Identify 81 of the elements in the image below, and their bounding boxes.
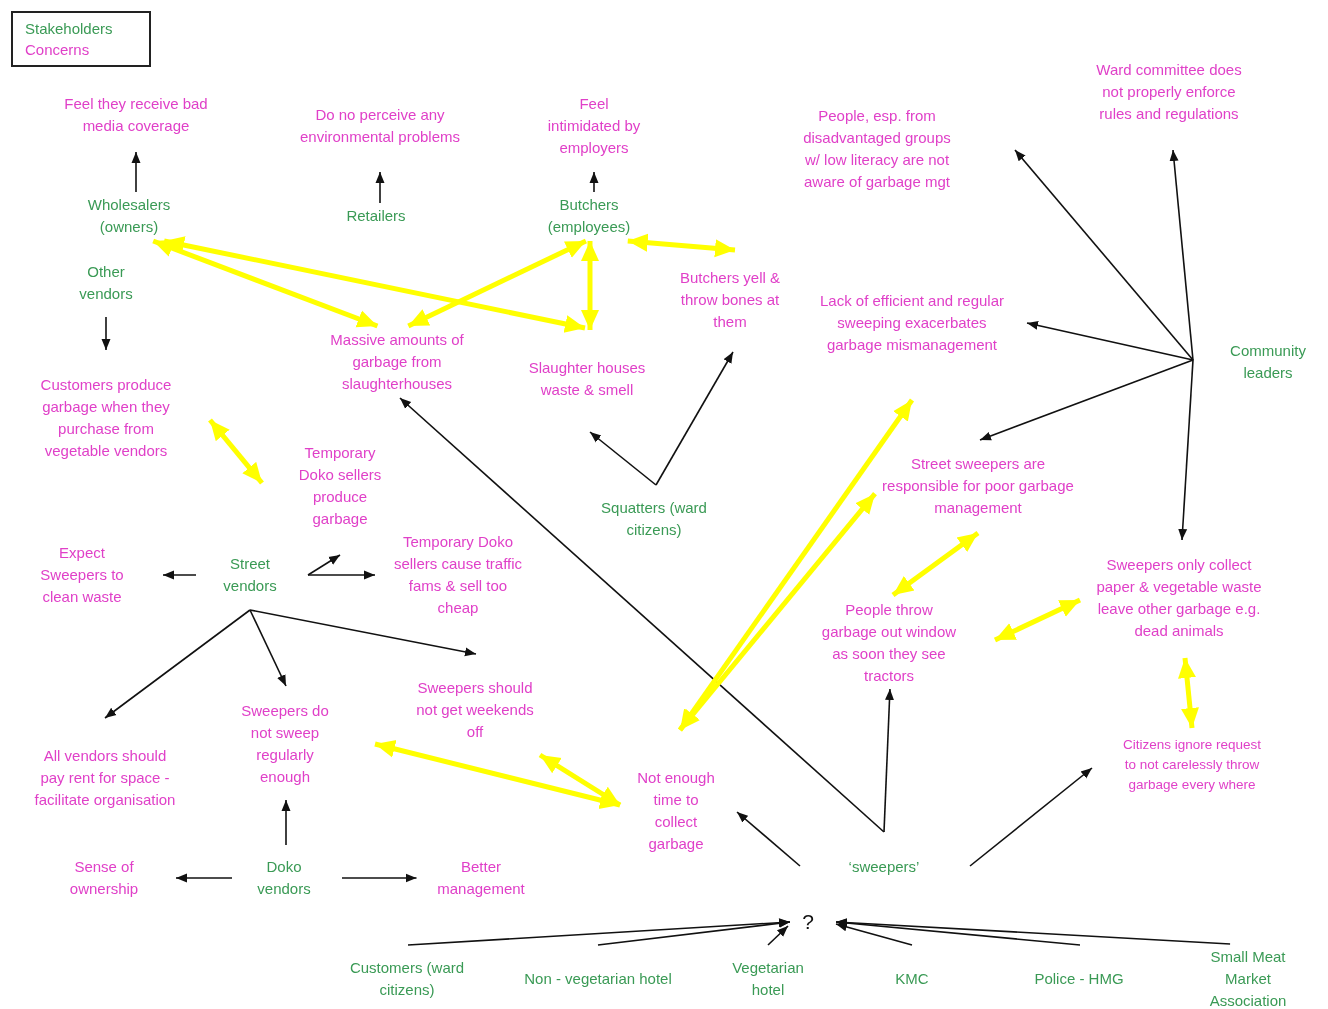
concern-text: Sweepers should not get weekends off (415, 678, 535, 742)
arrow (1169, 149, 1194, 361)
concern-text: Slaughter houses waste & smell (527, 358, 647, 400)
stakeholder-label: Vegetarian hotel (731, 958, 805, 1000)
concern-text: People, esp. from disadvantaged groups w/ low literacy are not aware of garbage mgt (802, 106, 952, 192)
arrow (249, 609, 287, 687)
arrow (736, 811, 801, 867)
double-arrow (152, 238, 379, 329)
double-arrow (627, 233, 736, 258)
concern-text: Customers produce garbage when they purchase from vegetable vendors (39, 375, 173, 461)
double-arrow (538, 752, 622, 808)
arrow (767, 925, 789, 946)
arrow (375, 171, 385, 204)
concern-text: People throw garbage out window as soon they see tractors (820, 600, 958, 686)
arrow (589, 171, 599, 193)
stakeholder-label: Squatters (ward citizens) (600, 498, 708, 540)
arrow (655, 351, 734, 486)
concern-text: Sweepers only collect paper & vegetable waste leave other garbage e.g. dead animals (1095, 555, 1263, 641)
concern-text: Sense of ownership (68, 857, 140, 899)
concern-text: Better management (436, 857, 526, 899)
arrow (969, 767, 1093, 867)
concern-text: Feel intimidated by employers (546, 94, 642, 158)
arrow (249, 609, 477, 657)
double-arrow (678, 492, 877, 732)
double-arrow (891, 530, 980, 598)
stakeholder-label: Police - HMG (1034, 969, 1124, 989)
stakeholder-label: Butchers (employees) (546, 195, 632, 237)
stakeholder-label: Doko vendors (256, 857, 312, 899)
arrow (1014, 149, 1194, 361)
concern-text: Feel they receive bad media coverage (63, 94, 209, 136)
double-arrow (1178, 657, 1199, 729)
concern-text: Temporary Doko sellers produce garbage (297, 443, 383, 529)
arrow (1178, 359, 1194, 541)
stakeholder-label: Customers (ward citizens) (348, 958, 466, 1000)
arrow (281, 799, 291, 846)
arrow (131, 151, 141, 193)
concern-text: Not enough time to collect garbage (636, 768, 716, 854)
concern-text: Street sweepers are responsible for poor garbage management (881, 454, 1075, 518)
arrow (307, 554, 341, 576)
stakeholder-label: ‘sweepers’ (848, 857, 920, 877)
stakeholder-label: Small Meat Market Association (1208, 947, 1288, 1009)
legend-text: Stakeholders (25, 19, 114, 39)
arrow (307, 570, 376, 580)
double-arrow (581, 241, 599, 330)
arrow (104, 609, 251, 719)
concern-text: Massive amounts of garbage from slaughterhouses (329, 330, 465, 394)
arrow (883, 688, 894, 833)
stakeholder-label: Street vendors (222, 554, 278, 596)
concern-text: Citizens ignore request to not carelessly throw garbage every where (1122, 736, 1262, 794)
arrow (835, 918, 1231, 945)
stakeholder-label: Other vendors (78, 262, 134, 304)
legend-text: Concerns (25, 40, 91, 60)
arrow (175, 873, 233, 883)
stakeholder-label: KMC (895, 969, 929, 989)
arrow (341, 873, 418, 883)
double-arrow (374, 740, 621, 809)
stakeholder-label: Retailers (346, 206, 406, 226)
concern-text: Do no perceive any environmental problems (298, 105, 462, 147)
double-arrow (993, 597, 1082, 643)
arrow (835, 922, 913, 946)
concern-text: Temporary Doko sellers cause traffic fams & sell too cheap (393, 532, 523, 618)
arrow (101, 316, 111, 351)
stakeholder-label: Community leaders (1229, 341, 1307, 383)
arrow (1026, 321, 1194, 361)
arrow (589, 431, 657, 486)
arrow (162, 570, 197, 580)
concern-text: Butchers yell & throw bones at them (678, 268, 781, 332)
double-arrow (163, 236, 586, 333)
stakeholder-label: Non - vegetarian hotel (524, 969, 672, 989)
double-arrow (208, 418, 264, 485)
arrow (979, 359, 1194, 441)
double-arrow (407, 238, 587, 329)
arrow (597, 918, 791, 946)
concern-text: Ward committee does not properly enforce rules and regulations (1095, 60, 1243, 124)
question-mark: ? (802, 911, 814, 933)
concern-text: Lack of efficient and regular sweeping exacerbates garbage mismanagement (819, 291, 1005, 355)
concern-text: All vendors should pay rent for space - facilitate organisation (33, 746, 177, 810)
concern-text: Expect Sweepers to clean waste (39, 543, 125, 607)
concern-text: Sweepers do not sweep regularly enough (240, 701, 330, 787)
arrow (399, 397, 885, 833)
stakeholder-label: Wholesalers (owners) (86, 195, 172, 237)
